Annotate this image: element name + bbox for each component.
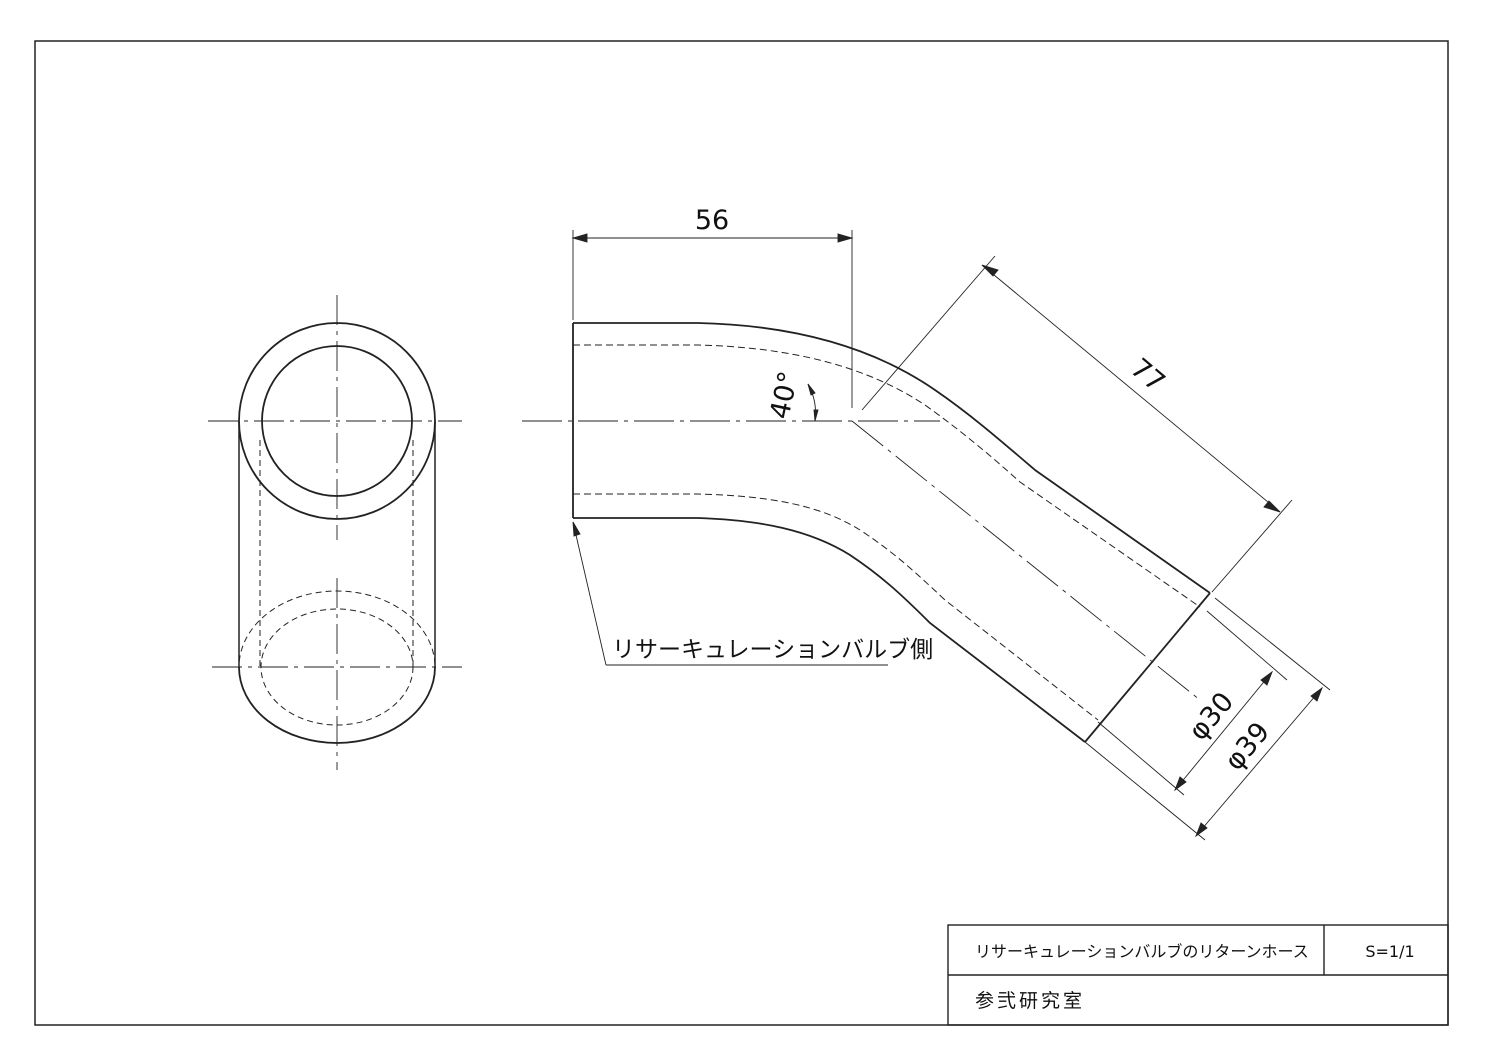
hose-outer-top	[573, 322, 1211, 594]
title-block-scale: S=1/1	[1365, 942, 1414, 961]
title-block-organization: 参弐研究室	[975, 990, 1085, 1012]
hose-centerlines	[522, 420, 1201, 701]
dim-inner-diameter: φ30	[1183, 687, 1240, 747]
hose-right-end	[1084, 592, 1211, 743]
side-view	[522, 322, 1211, 743]
dim-length-56: 56	[695, 205, 729, 236]
sheet-border	[34, 40, 1449, 1026]
hose-inner-hidden	[573, 344, 1201, 721]
title-block	[947, 924, 1449, 1026]
side-note-label: リサーキュレーションバルブ側	[612, 637, 933, 663]
dim-angle-40: 40°	[765, 369, 805, 422]
end-view-centerlines	[208, 295, 462, 770]
title-block-title: リサーキュレーションバルブのリターンホース	[975, 942, 1309, 961]
end-view	[208, 295, 462, 770]
dim-length-77: 77	[1124, 353, 1170, 399]
dimension-lines	[571, 230, 1331, 841]
hose-outer-bottom	[573, 517, 1086, 743]
